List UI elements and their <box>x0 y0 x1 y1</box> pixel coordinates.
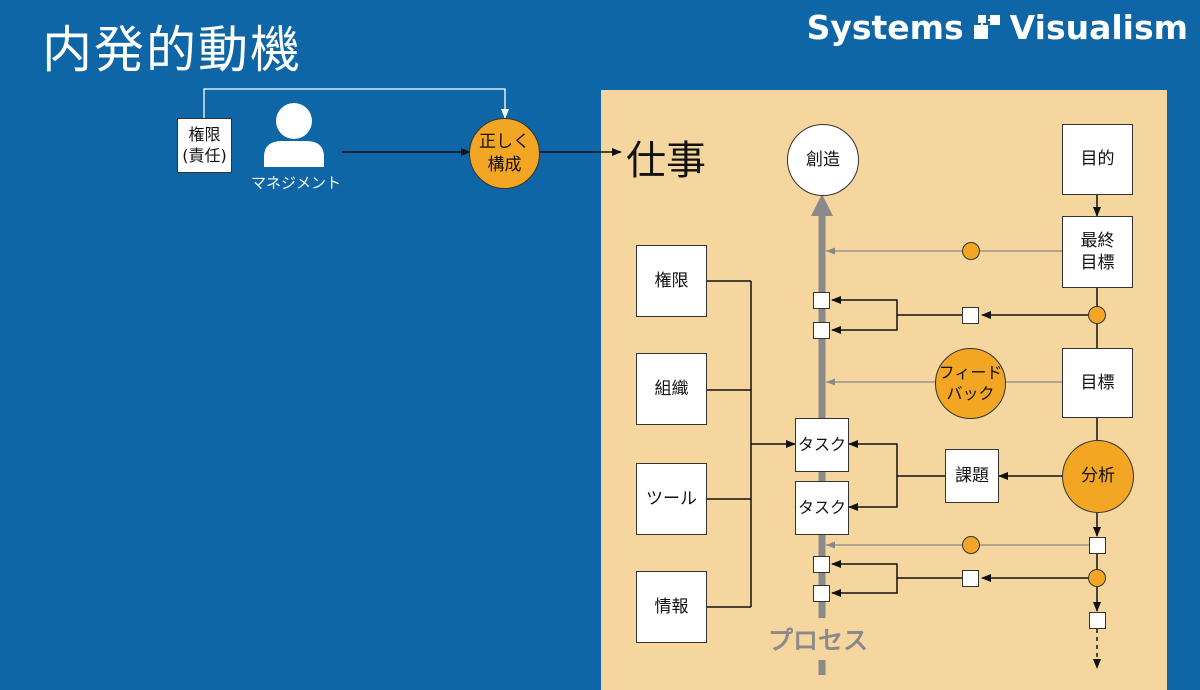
brand-right-text: Visualism <box>1009 8 1188 47</box>
authority-to-config-line <box>203 88 509 119</box>
chain-dot-upper <box>1088 306 1106 324</box>
lower-feedback-dot <box>962 536 980 554</box>
issue-branch-top <box>848 440 898 476</box>
brand-left-text: Systems <box>806 8 964 47</box>
creation-circle: 創造 <box>787 124 859 196</box>
lower-branch-top <box>831 560 898 578</box>
step-square-upper <box>962 307 979 324</box>
axis-square-1 <box>813 292 830 309</box>
management-label: マネジメント <box>250 174 341 192</box>
purpose-box: 目的 <box>1062 124 1133 195</box>
page-title: 内発的動機 <box>42 21 302 79</box>
person-icon <box>264 103 324 167</box>
correct-configuration-circle: 正しく 構成 <box>469 118 540 189</box>
upper-branch-top <box>831 296 898 315</box>
input-tool-box: ツール <box>636 463 707 535</box>
process-axis-arrowhead <box>811 194 833 216</box>
authority-responsibility-box: 権限 (責任) <box>177 118 232 173</box>
upper-branch-bottom <box>831 315 898 334</box>
issue-branch-bottom <box>848 476 898 511</box>
brand-logo: Systems Visualism <box>807 8 1188 47</box>
task-box-1: タスク <box>795 418 849 472</box>
connected-squares-icon <box>973 14 1000 39</box>
final-goal-feedback-dot <box>962 242 980 260</box>
input-information-box: 情報 <box>636 571 707 643</box>
step-square-lower <box>962 570 979 587</box>
task-box-2: タスク <box>795 481 849 535</box>
input-organization-box: 組織 <box>636 353 707 425</box>
final-goal-box: 最終 目標 <box>1062 216 1133 288</box>
chain-square-2 <box>1089 612 1106 629</box>
input-authority-box: 権限 <box>636 245 707 317</box>
analysis-circle: 分析 <box>1062 440 1134 513</box>
axis-square-2 <box>813 322 830 339</box>
lower-branch-bottom <box>831 578 898 597</box>
work-label: 仕事 <box>626 138 706 184</box>
feedback-circle: フィード バック <box>935 348 1006 419</box>
chain-square-1 <box>1089 537 1106 554</box>
process-label: プロセス <box>768 626 869 655</box>
axis-square-4 <box>813 585 830 602</box>
chain-dot-lower <box>1088 569 1106 587</box>
issue-box: 課題 <box>945 449 999 503</box>
axis-square-3 <box>813 556 830 573</box>
goal-box: 目標 <box>1062 348 1133 418</box>
diagram-connectors <box>203 88 1101 675</box>
